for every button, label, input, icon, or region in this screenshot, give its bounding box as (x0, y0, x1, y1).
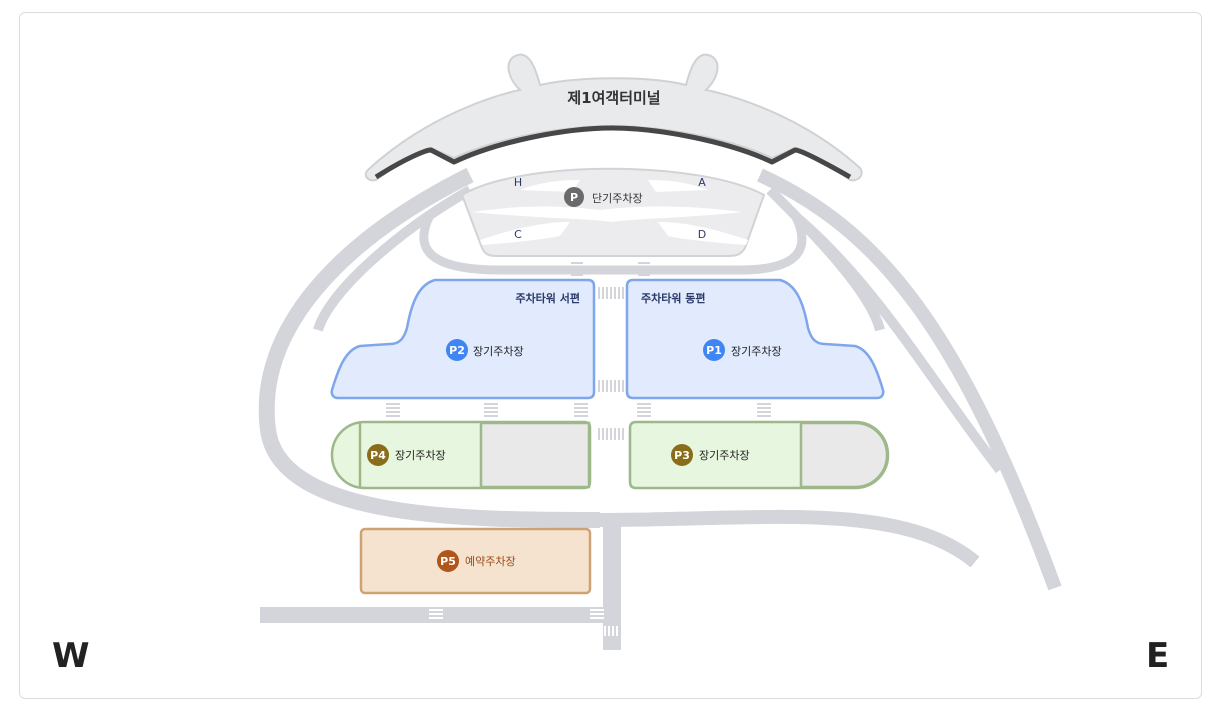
lot-p4-label: 장기주차장 (395, 449, 446, 462)
lot-p4-badge-text: P4 (370, 449, 386, 462)
road-outer-east-2 (599, 509, 980, 568)
lot-p4-block (479, 421, 591, 489)
lot-p5-badge (437, 550, 459, 572)
lot-p1[interactable]: 주차타워 동편 P1 장기주차장 (625, 278, 885, 400)
short-term-parking[interactable]: H A C D P 단기주차장 (460, 167, 766, 257)
crosswalks (386, 262, 771, 636)
road-outer-east-1 (757, 168, 1062, 591)
short-term-label: 단기주차장 (592, 192, 643, 205)
zone-d: D (698, 228, 706, 241)
short-term-badge (564, 187, 584, 207)
lot-p2[interactable]: 주차타워 서편 P2 장기주차장 (330, 278, 596, 400)
short-term-lane-west (480, 222, 570, 245)
terminal-name: 제1여객터미널 (567, 89, 660, 107)
compass-west: W (52, 636, 90, 676)
lot-p1-badge (703, 339, 725, 361)
lot-p3[interactable]: P3 장기주차장 (628, 420, 890, 490)
lot-p3-badge-text: P3 (674, 449, 690, 462)
tower-east-label: 주차타워 동편 (641, 291, 706, 305)
lot-p3-label: 장기주차장 (699, 449, 750, 462)
lot-p2-badge-text: P2 (449, 344, 465, 357)
terminal-front-line (374, 125, 852, 180)
road-inner-west-arc (313, 185, 473, 332)
road-east-ramp (796, 216, 1004, 474)
zone-h: H (514, 176, 522, 189)
lot-p4-badge (367, 444, 389, 466)
tower-west-label: 주차타워 서편 (515, 291, 580, 305)
lot-p4[interactable]: P4 장기주차장 (330, 420, 592, 490)
terminal-shape (364, 53, 863, 182)
road-outer-west (258, 167, 601, 528)
short-term-lane-east (658, 222, 748, 245)
lot-p3-badge (671, 444, 693, 466)
short-term-badge-text: P (570, 191, 578, 204)
zone-c: C (514, 228, 522, 241)
lot-p2-area (330, 278, 596, 400)
lot-p2-label: 장기주차장 (473, 345, 524, 358)
lot-p5-badge-text: P5 (440, 555, 456, 568)
short-term-lanes (472, 206, 742, 222)
lot-p1-area (625, 278, 885, 400)
lot-p2-badge (446, 339, 468, 361)
lot-p3-block (799, 421, 889, 489)
terminal-building: 제1여객터미널 (364, 53, 863, 182)
lot-p1-label: 장기주차장 (731, 345, 782, 358)
lot-p5-label: 예약주차장 (465, 554, 516, 568)
lot-p5-area (359, 527, 592, 595)
short-term-lane-north-west (520, 180, 580, 192)
zone-a: A (698, 176, 706, 189)
compass-east: E (1146, 636, 1170, 676)
road-curbside-loop (419, 212, 807, 275)
lot-p5[interactable]: P5 예약주차장 (359, 527, 592, 595)
lot-p1-badge-text: P1 (706, 344, 722, 357)
short-term-lane-north-east (648, 180, 708, 192)
